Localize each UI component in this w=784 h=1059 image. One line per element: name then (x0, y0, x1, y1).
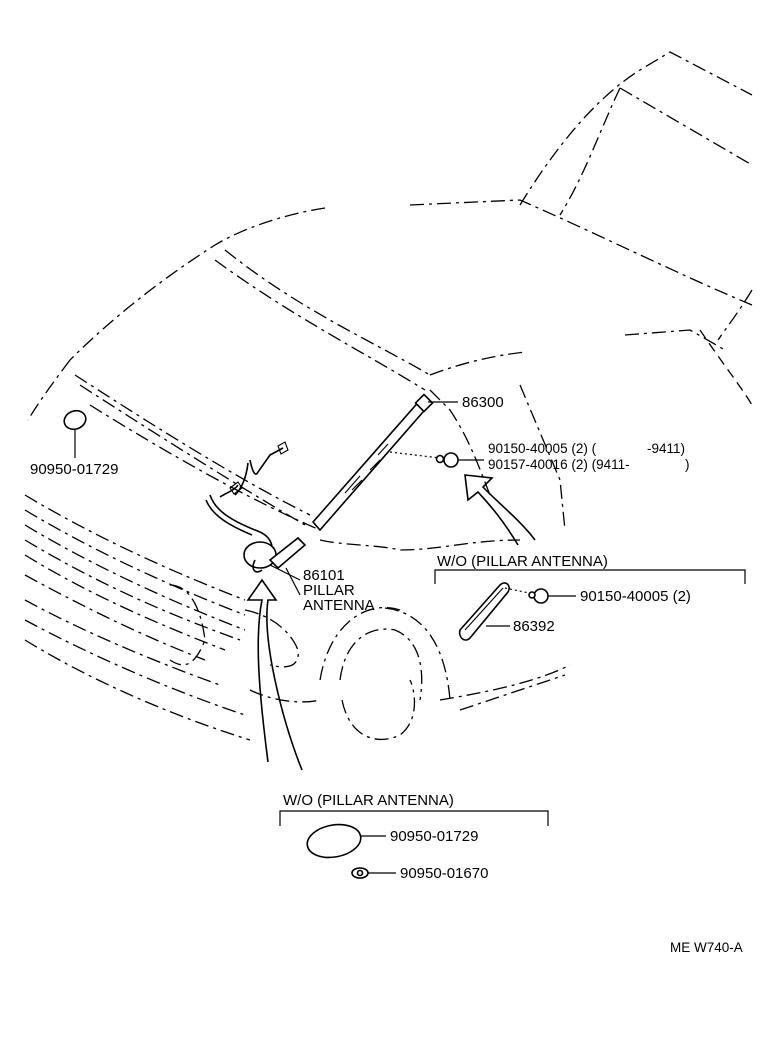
pillar-antenna-assembly (205, 441, 307, 573)
label-90950-01670: 90950-01670 (400, 865, 488, 882)
antenna-mast-86300 (311, 393, 434, 532)
arrow-to-pillar (464, 474, 536, 546)
label-wo-pillar-antenna-right: W/O (PILLAR ANTENNA) (437, 553, 608, 570)
label-90150-range: -9411) (647, 441, 685, 456)
label-90150-40005-a: 90150-40005 (2) ( (488, 441, 597, 456)
label-antenna: ANTENNA (303, 597, 375, 614)
label-86101: 86101 (303, 567, 345, 584)
leader-lines (269, 401, 458, 596)
label-90157-40016: 90157-40016 (2) (9411- (488, 457, 630, 472)
grommet-90950-01729-top (63, 409, 87, 458)
label-86392: 86392 (513, 618, 555, 635)
label-90950-01729-top: 90950-01729 (30, 461, 118, 478)
label-86300: 86300 (462, 394, 504, 411)
label-90150-40005-b: 90150-40005 (2) (580, 588, 691, 605)
car-body-outline (24, 51, 753, 741)
label-90950-01729-bottom: 90950-01729 (390, 828, 478, 845)
label-pillar: PILLAR (303, 582, 355, 599)
wo-right-group (434, 569, 746, 641)
arrow-to-antenna-base (246, 578, 303, 771)
screws-90150-90157 (389, 451, 484, 468)
label-90157-range: ) (685, 457, 690, 472)
drawing-code: ME W740-A (670, 940, 743, 955)
label-wo-pillar-antenna-bottom: W/O (PILLAR ANTENNA) (283, 792, 454, 809)
wo-bottom-group (279, 810, 549, 879)
